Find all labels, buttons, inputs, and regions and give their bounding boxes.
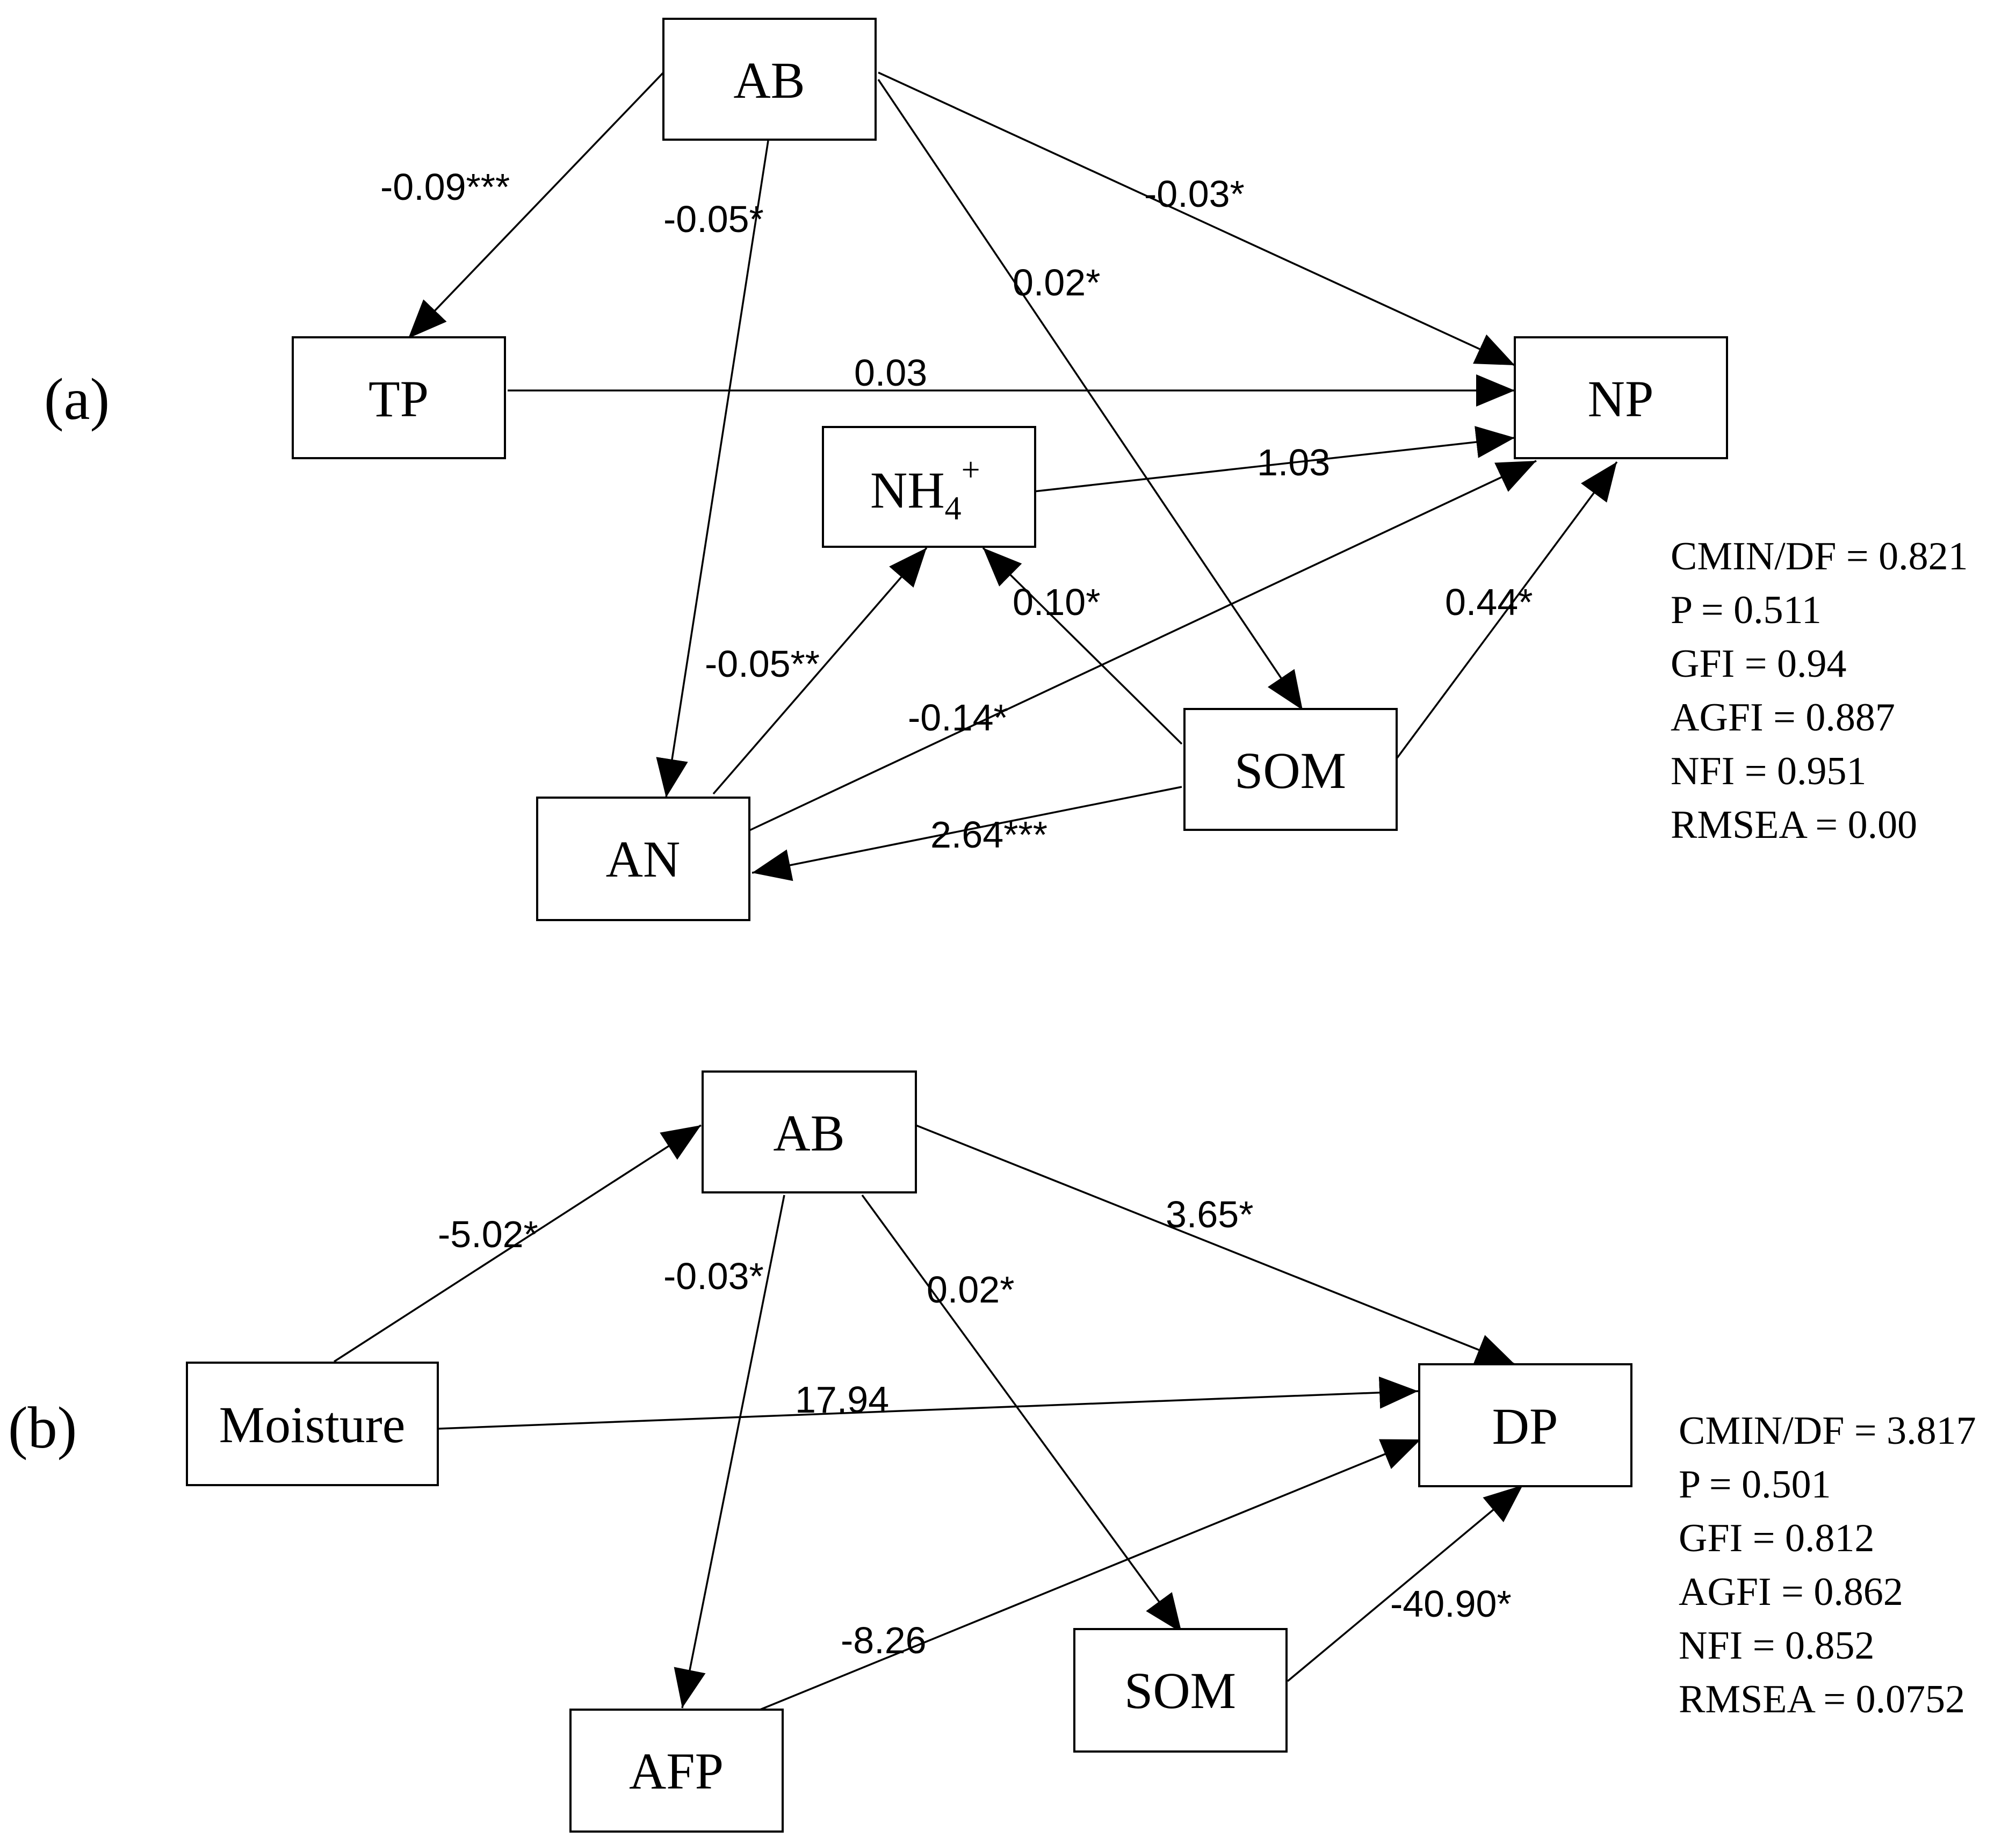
path-an-nh4 [712,547,928,795]
path-ab-afp [674,1195,785,1709]
node-a-nh4-box [822,426,1036,548]
node-a-an: AN [536,797,750,921]
node-a-som-box [1183,708,1398,831]
coef-ab-som-b: 0.02* [927,1269,1014,1311]
node-a-tp: TP [292,336,506,459]
path-som-nh4 [982,547,1183,745]
panel-b-label: (b) [8,1395,77,1460]
fit-b-agfi: AGFI = 0.862 [1679,1570,1903,1614]
coef-som-np: 0.44* [1445,581,1533,623]
node-a-np: NP [1514,336,1728,459]
path-ab-an [656,140,769,798]
node-a-np-label: NP [1588,370,1654,428]
fit-b-p: P = 0.501 [1679,1463,1831,1507]
node-a-nh4-label: NH4+ [870,452,980,527]
fit-a-gfi: GFI = 0.94 [1671,642,1846,686]
path-ab-som-b [861,1194,1183,1634]
path-moisture-dp [437,1376,1419,1430]
fit-b-gfi: GFI = 0.812 [1679,1516,1874,1560]
panel-b: (b) AB Moisture DP AFP [8,1070,1976,1833]
path-som-dp [1287,1484,1524,1682]
fit-a-agfi: AGFI = 0.887 [1671,696,1895,740]
path-afp-dp [757,1438,1421,1712]
path-moisture-ab [334,1124,702,1363]
coef-ab-dp: 3.65* [1166,1193,1253,1235]
panel-a-edges [407,71,1618,881]
node-b-afp-label: AFP [629,1742,724,1800]
fit-b-rmsea: RMSEA = 0.0752 [1679,1677,1965,1721]
node-b-moisture-label: Moisture [219,1396,406,1453]
coef-moisture-dp: 17.94 [795,1379,889,1421]
path-ab-dp [915,1124,1515,1365]
fit-a-p: P = 0.511 [1671,588,1822,632]
node-b-ab: AB [702,1070,917,1193]
fit-a-nfi: NFI = 0.951 [1671,749,1866,793]
fit-b-nfi: NFI = 0.852 [1679,1624,1874,1668]
path-ab-np [878,71,1515,366]
coef-ab-afp: -0.03* [663,1255,764,1297]
coef-som-nh4: 0.10* [1013,581,1100,623]
path-som-np [1394,461,1618,761]
node-b-ab-box [702,1070,917,1193]
node-b-afp-box [569,1709,784,1833]
coef-tp-np: 0.03 [854,352,927,394]
node-a-an-box [536,797,750,921]
fit-a-cmin-df: CMIN/DF = 0.821 [1671,534,1968,578]
node-b-dp-box [1418,1363,1632,1487]
coef-an-nh4: -0.05** [705,643,820,685]
fit-b-cmin-df: CMIN/DF = 3.817 [1679,1409,1976,1453]
node-a-ab: AB [662,18,877,141]
path-som-an [752,786,1182,881]
node-a-ab-label: AB [733,52,805,109]
coef-ab-an: -0.05* [663,198,764,240]
coef-ab-np: -0.03* [1144,173,1245,215]
node-a-nh4: NH4+ [822,426,1036,548]
node-a-ab-box [662,18,877,141]
coef-som-dp: -40.90* [1390,1583,1512,1625]
node-b-som-label: SOM [1124,1662,1236,1719]
node-b-afp: AFP [569,1709,784,1833]
node-a-tp-box [292,336,506,459]
nh4-subscript: 4 [945,490,962,527]
panel-a-label: (a) [44,366,110,432]
coef-ab-som: 0.02* [1013,262,1100,303]
coef-afp-dp: -8.26 [841,1619,927,1661]
fit-a-rmsea: RMSEA = 0.00 [1671,803,1917,847]
node-b-som-box [1073,1628,1288,1753]
panel-b-coefficients: -5.02* -0.03* 0.02* 3.65* 17.94 -8.26 -4… [438,1193,1512,1661]
panel-a-fit-indices: CMIN/DF = 0.821 P = 0.511 GFI = 0.94 AGF… [1671,534,1968,847]
panel-a: (a) AB TP NP N [44,18,1968,921]
coef-moisture-ab: -5.02* [438,1213,538,1255]
node-a-np-box [1514,336,1728,459]
node-a-tp-label: TP [368,370,429,428]
node-b-moisture-box [186,1362,439,1486]
path-ab-tp [407,71,664,339]
node-a-an-label: AN [606,830,681,888]
coef-nh4-np: 1.03 [1257,442,1330,483]
panel-b-fit-indices: CMIN/DF = 3.817 P = 0.501 GFI = 0.812 AG… [1679,1409,1976,1721]
node-b-moisture: Moisture [186,1362,439,1486]
coef-som-an: 2.64*** [930,814,1047,856]
node-b-ab-label: AB [773,1104,844,1162]
nh4-superscript: + [962,452,980,488]
nh4-base: NH [870,461,945,519]
coef-an-np: -0.14* [908,697,1008,739]
node-a-som-label: SOM [1234,742,1346,799]
path-nh4-np [1034,426,1515,493]
panel-a-coefficients: -0.09*** -0.05* -0.03* 0.02* 0.03 1.03 0… [380,166,1533,856]
node-b-dp: DP [1418,1363,1632,1487]
path-ab-som [877,79,1304,711]
coef-ab-tp: -0.09*** [380,166,510,208]
node-b-som: SOM [1073,1628,1288,1753]
path-an-np [748,460,1537,832]
node-a-som: SOM [1183,708,1398,831]
node-b-dp-label: DP [1492,1398,1558,1455]
panel-b-edges [334,1124,1524,1712]
